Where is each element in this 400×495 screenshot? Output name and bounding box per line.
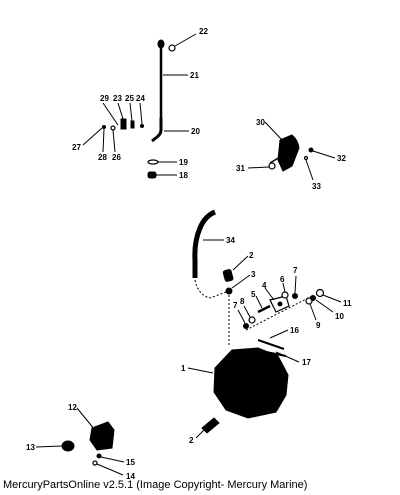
nut-part-7-top <box>292 293 298 299</box>
nut-part-10 <box>310 295 316 301</box>
washer-part-15 <box>96 453 102 459</box>
callout-10: 10 <box>335 312 344 321</box>
callout-2-upper: 2 <box>249 251 254 260</box>
callout-34: 34 <box>226 236 235 245</box>
stud-part-16 <box>257 339 285 350</box>
screw-shank-part <box>269 156 281 164</box>
washer-part-6 <box>281 291 289 299</box>
lever-knob-part-22 <box>168 44 176 52</box>
shift-rod-part-20 <box>151 118 163 143</box>
callout-29: 29 <box>100 94 109 103</box>
pin-part-25 <box>130 120 135 129</box>
callout-24: 24 <box>136 94 145 103</box>
clip-part-24 <box>140 124 144 128</box>
callout-2-lower: 2 <box>189 436 194 445</box>
housing-assembly <box>187 329 300 439</box>
callout-22: 22 <box>199 27 208 36</box>
callout-16: 16 <box>290 326 299 335</box>
callout-28: 28 <box>98 153 107 162</box>
nut-part-7-bottom <box>243 323 249 329</box>
callout-33: 33 <box>312 182 321 191</box>
screw-part-14 <box>92 460 98 466</box>
cap-assembly <box>35 407 125 476</box>
callout-7-upper: 7 <box>293 266 298 275</box>
callout-32: 32 <box>337 154 346 163</box>
callout-21: 21 <box>190 71 199 80</box>
screw-part-5 <box>257 304 271 314</box>
plug-part-18 <box>147 171 157 179</box>
ferrule-part-3 <box>225 287 233 295</box>
shift-lever-assembly <box>82 33 197 179</box>
washer-part-26 <box>110 125 116 131</box>
callout-15: 15 <box>126 458 135 467</box>
lever-top-part <box>157 39 165 49</box>
hose-part-34 <box>192 209 217 278</box>
hose-assembly <box>192 209 227 299</box>
plug-part-13 <box>61 440 75 452</box>
callout-26: 26 <box>112 153 121 162</box>
callout-18: 18 <box>179 171 188 180</box>
pin-part-28 <box>102 125 106 129</box>
fittings-group <box>222 255 342 345</box>
washer-part-8 <box>248 316 256 324</box>
callout-31: 31 <box>236 164 245 173</box>
callout-13: 13 <box>26 443 35 452</box>
callout-8: 8 <box>240 297 245 306</box>
screw-part-32 <box>308 147 314 153</box>
copyright-footer: MercuryPartsOnline v2.5.1 (Image Copyrig… <box>3 479 308 491</box>
callout-11: 11 <box>343 299 352 308</box>
callout-9: 9 <box>316 321 321 330</box>
callout-19: 19 <box>179 158 188 167</box>
bracket-part-30 <box>277 134 300 172</box>
callout-23: 23 <box>113 94 122 103</box>
callout-14: 14 <box>126 472 135 481</box>
clip-part-19 <box>147 159 159 165</box>
callout-17: 17 <box>302 358 311 367</box>
callout-30: 30 <box>256 118 265 127</box>
spring-part-23 <box>120 118 127 130</box>
callout-12: 12 <box>68 403 77 412</box>
cap-part-12 <box>89 421 115 451</box>
callout-labels: 22 21 20 19 18 29 23 25 24 27 28 26 30 3… <box>26 27 352 481</box>
bracket-assembly <box>247 121 336 181</box>
housing-part-1 <box>213 347 289 419</box>
fitting-part-2 <box>222 269 234 282</box>
callout-5: 5 <box>251 290 256 299</box>
nut-part-31 <box>268 162 276 170</box>
callout-3: 3 <box>251 270 256 279</box>
callout-7-lower: 7 <box>233 301 238 310</box>
callout-6: 6 <box>280 275 285 284</box>
callout-20: 20 <box>191 127 200 136</box>
callout-1: 1 <box>181 364 186 373</box>
callout-4: 4 <box>262 281 267 290</box>
washer-part-11 <box>315 288 325 298</box>
callout-27: 27 <box>72 143 81 152</box>
washer-part-33 <box>303 155 309 161</box>
callout-25: 25 <box>125 94 134 103</box>
plug-part-2 <box>201 417 220 434</box>
